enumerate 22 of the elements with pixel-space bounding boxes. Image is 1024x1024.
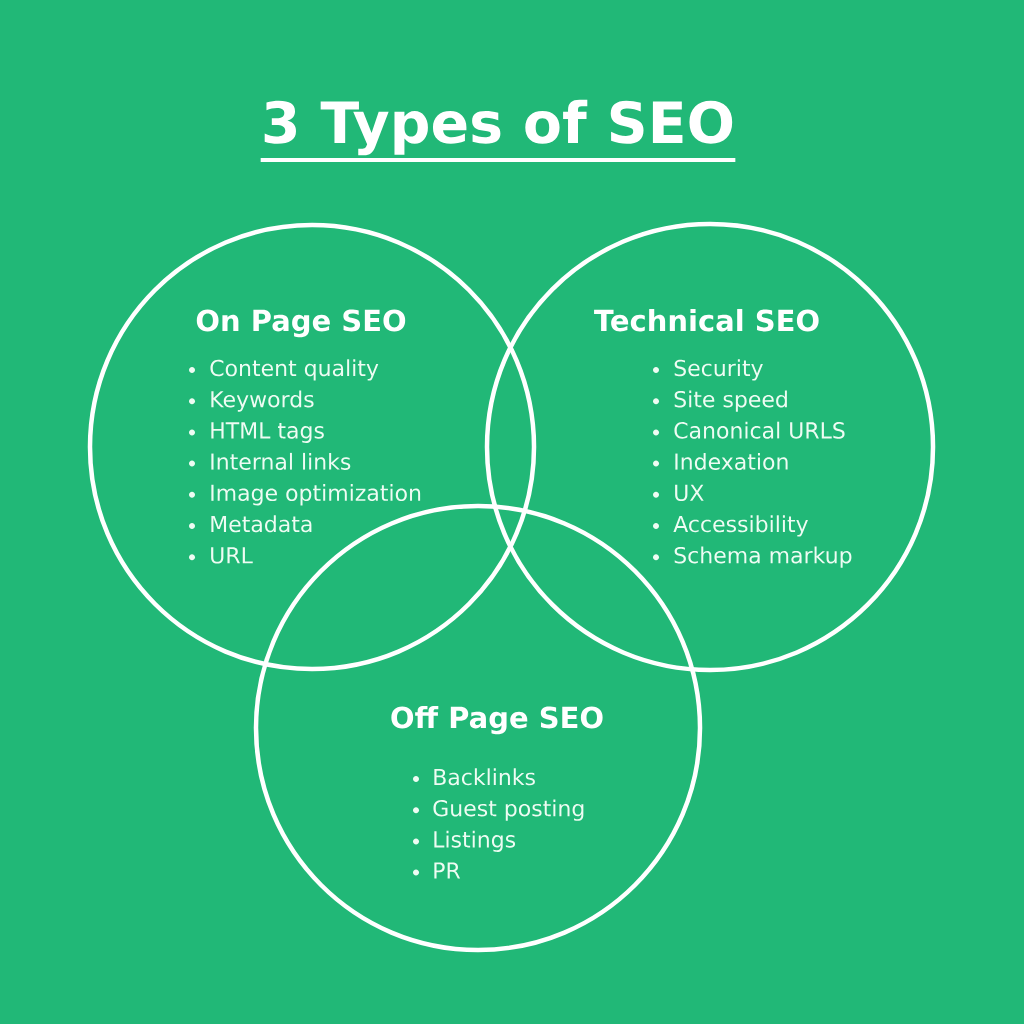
- list-item: UX: [675, 484, 704, 502]
- section-heading: On Page SEO: [196, 309, 406, 338]
- list-item: Schema markup: [674, 546, 852, 568]
- section-heading: Off Page SEO: [391, 705, 603, 735]
- list-item: Internal links: [211, 452, 351, 470]
- list-item: Guest posting: [433, 799, 584, 821]
- list-item: URL: [211, 547, 253, 564]
- list-item: Canonical URLS: [674, 421, 845, 439]
- list-item: Listings: [434, 830, 516, 852]
- list-item: Content quality: [210, 359, 379, 381]
- list-item: Security: [674, 359, 763, 381]
- list-item: Image optimization: [211, 484, 421, 506]
- list-item: Backlinks: [434, 768, 535, 786]
- section-heading: Technical SEO: [594, 308, 819, 332]
- title: 3 Types of SEO: [260, 99, 736, 162]
- list-item: HTML tags: [211, 422, 324, 443]
- list-item: Accessibility: [673, 515, 808, 537]
- list-item: Metadata: [211, 515, 312, 533]
- list-item: PR: [434, 862, 461, 879]
- list-item: Keywords: [211, 390, 314, 412]
- list-item: Indexation: [675, 452, 788, 470]
- list-item: Site speed: [674, 390, 787, 412]
